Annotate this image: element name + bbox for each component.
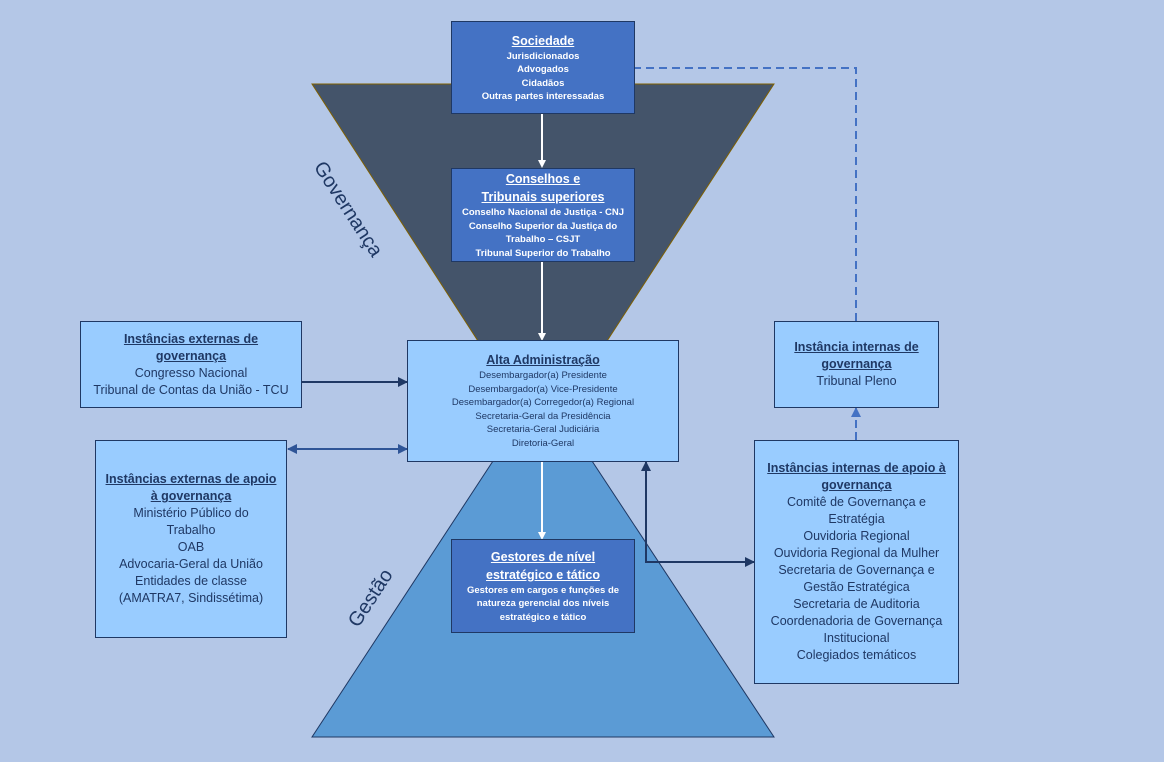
node-title: Instâncias externas de apoio à governanç… [105, 472, 277, 503]
node-internas-governanca[interactable]: Instância internas de governança Tribuna… [774, 321, 939, 408]
node-title: Instâncias externas de governança [123, 331, 259, 363]
node-line: Cidadãos [521, 77, 565, 89]
node-line: Secretaria-Geral da Presidência [475, 410, 611, 422]
node-line: Secretaria-Geral Judiciária [486, 424, 600, 435]
node-line: Tribunal de Contas da União - TCU [93, 382, 289, 397]
node-conselhos[interactable]: Conselhos e Tribunais superiores Conselh… [451, 168, 635, 262]
node-title: Sociedade [511, 33, 575, 48]
node-line: Conselho Superior da Justiça do Trabalho… [468, 220, 618, 246]
node-line: Desembargador(a) Presidente [479, 370, 607, 381]
node-line: Outras partes interessadas [481, 91, 605, 102]
node-line: Advocaria-Geral da União [119, 557, 263, 571]
edge-internas-governanca-sociedade [634, 67, 857, 321]
node-line: Diretoria-Geral [511, 437, 575, 449]
node-title: Alta Administração [486, 353, 600, 367]
edge-alta-internas-apoio [641, 461, 755, 567]
node-title: Instância internas de governança [794, 340, 919, 371]
node-sociedade[interactable]: Sociedade Jurisdicionados Advogados Cida… [451, 21, 635, 114]
node-line: Tribunal Pleno [816, 374, 897, 388]
node-title: Gestores de nível estratégico e tático [486, 549, 600, 582]
node-title: Conselhos e Tribunais superiores [481, 172, 605, 204]
node-line: Coordenadoria de Governança Instituciona… [770, 614, 943, 645]
node-line: Gestores em cargos e funções de natureza… [466, 584, 620, 623]
node-internas-apoio[interactable]: Instâncias internas de apoio à governanç… [754, 440, 959, 684]
node-line: Comitê de Governança e Estratégia [787, 495, 926, 526]
node-gestores[interactable]: Gestores de nível estratégico e tático G… [451, 539, 635, 633]
node-line: Colegiados temáticos [796, 648, 917, 662]
node-line: Ouvidoria Regional [803, 529, 910, 543]
node-line: Ouvidoria Regional da Mulher [773, 546, 940, 560]
node-line: Desembargador(a) Corregedor(a) Regional [451, 397, 635, 408]
node-alta-administracao[interactable]: Alta Administração Desembargador(a) Pres… [407, 340, 679, 462]
node-line: Desembargador(a) Vice-Presidente [468, 383, 618, 395]
node-line: OAB [177, 540, 205, 554]
node-line: Advogados [517, 64, 569, 75]
node-title: Instâncias internas de apoio à governanç… [767, 461, 946, 492]
node-line: Secretaria de Auditoria [793, 597, 920, 611]
node-externas-governanca[interactable]: Instâncias externas de governança Congre… [80, 321, 302, 408]
node-line: Jurisdicionados [506, 50, 580, 62]
node-externas-apoio[interactable]: Instâncias externas de apoio à governanç… [95, 440, 287, 638]
node-line: Entidades de classe (AMATRA7, Sindisséti… [118, 574, 264, 605]
node-line: Tribunal Superior do Trabalho [475, 247, 611, 259]
node-line: Ministério Público do Trabalho [133, 506, 249, 537]
node-line: Secretaria de Governança e Gestão Estrat… [778, 563, 935, 594]
node-line: Congresso Nacional [134, 365, 248, 380]
node-line: Conselho Nacional de Justiça - CNJ [461, 207, 625, 218]
